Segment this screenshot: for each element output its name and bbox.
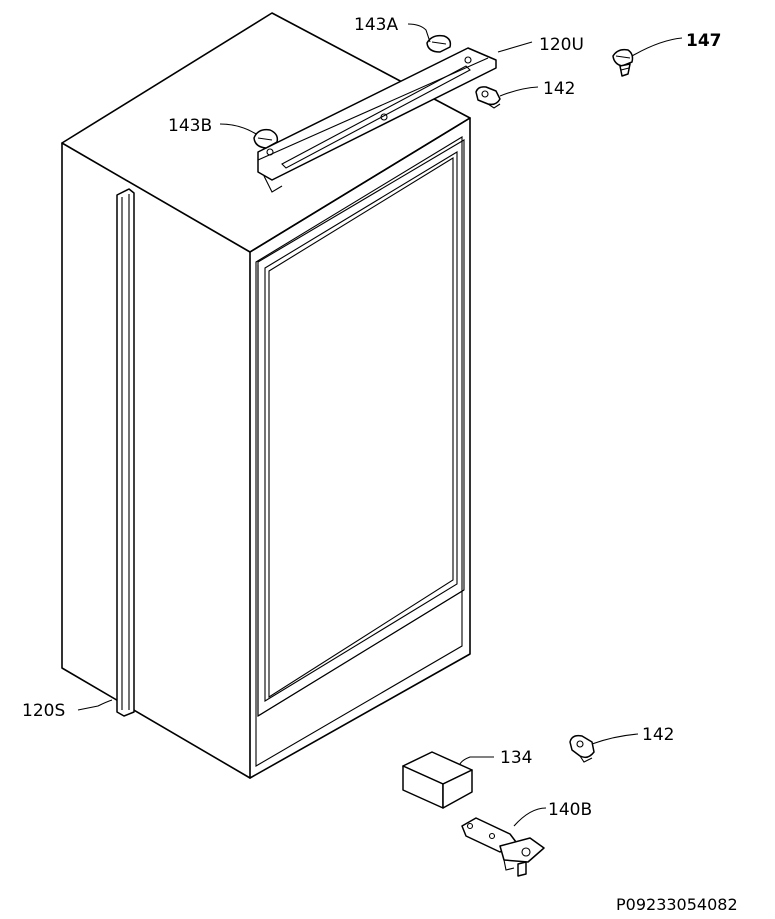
label-142-bottom: 142 [642,725,674,745]
top-mounting-rail [257,47,497,193]
label-140b: 140B [548,800,592,820]
leader-lines [77,23,683,827]
appliance-cabinet [61,12,471,779]
hinge-140b [461,817,545,877]
label-143b: 143B [168,116,212,136]
bracket-142-upper [475,86,501,109]
label-147: 147 [686,31,722,51]
clip-143a [426,34,452,53]
label-134: 134 [500,748,532,768]
block-134 [402,751,473,809]
label-143a: 143A [354,15,398,35]
reference-code: P09233054082 [616,895,738,914]
bracket-142-lower [569,734,595,763]
label-142-top: 142 [543,79,575,99]
label-120u: 120U [539,35,584,55]
screw-147 [612,48,634,77]
side-seal-strip [116,188,135,717]
clip-143b [253,128,279,149]
label-120s: 120S [22,701,65,721]
